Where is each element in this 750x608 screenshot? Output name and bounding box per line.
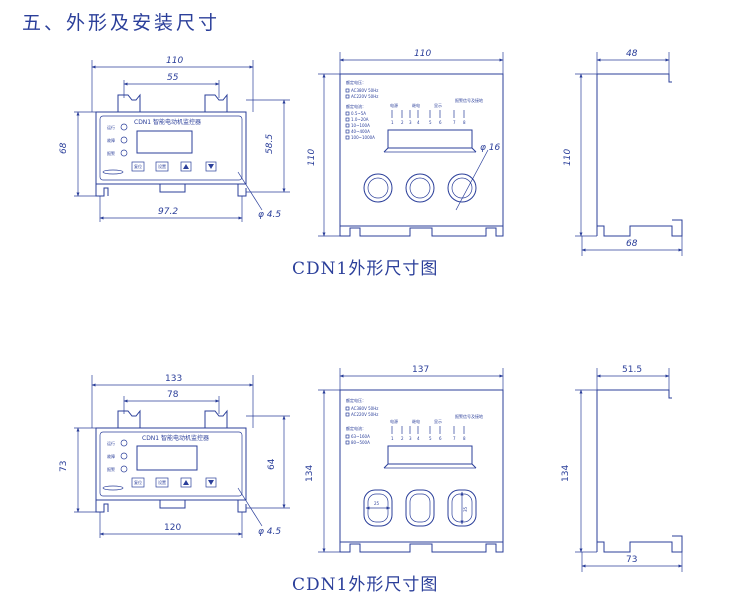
bottom-terminal-2: 2 <box>401 436 404 441</box>
bottom-profile-base: 73 <box>626 555 637 565</box>
top-voltage-2: AC220V 50Hz <box>351 94 378 99</box>
bottom-terminal-7: 7 <box>453 436 456 441</box>
top-terminal-group-2: 继电 <box>412 102 420 108</box>
top-front-hole: φ 4.5 <box>258 210 281 220</box>
bottom-front-bottom-width: 120 <box>164 523 181 533</box>
top-voltage-label: 额定电压： <box>346 79 366 85</box>
top-panel-width: 110 <box>414 49 431 59</box>
top-front-height: 68 <box>59 142 69 154</box>
top-front-mount-height: 58.5 <box>265 134 275 154</box>
top-current-3: 10~100A <box>351 123 370 128</box>
top-terminal-3: 3 <box>409 120 412 125</box>
bottom-slot-height: 35 <box>463 506 468 512</box>
bottom-voltage-1: AC380V 50Hz <box>351 406 378 411</box>
bottom-slot-width: 25 <box>374 501 380 506</box>
bottom-panel-height: 134 <box>305 465 315 482</box>
bottom-terminal-3: 3 <box>409 436 412 441</box>
top-terminal-2: 2 <box>401 120 404 125</box>
top-current-4: 40~400A <box>351 129 370 134</box>
top-front-inner-width: 55 <box>167 73 179 83</box>
top-panel-title: CDN1 智能电动机监控器 <box>134 118 201 126</box>
top-terminal-group-1: 电源 <box>390 102 398 108</box>
top-terminal-1: 1 <box>391 120 394 125</box>
bottom-terminal-1: 1 <box>391 436 394 441</box>
bottom-terminal-group-1: 电源 <box>390 418 398 424</box>
bottom-terminal-group-4: 报警信号及接地 <box>455 413 483 419</box>
top-side-panel: 110 额定电压： AC380V 50Hz AC220V 50Hz 额定电流： … <box>307 49 504 237</box>
top-terminal-group-3: 显示 <box>434 103 442 108</box>
top-set-button-label: 设置 <box>158 163 166 169</box>
top-front-width: 110 <box>166 56 183 66</box>
top-terminal-5: 5 <box>429 120 432 125</box>
bottom-voltage-label: 额定电压： <box>346 397 366 403</box>
bottom-side-panel: 137 额定电压： AC380V 50Hz AC220V 50Hz 额定电流： … <box>305 365 504 553</box>
top-terminal-6: 6 <box>439 120 442 125</box>
bottom-led-label-1: 运行 <box>107 440 115 446</box>
top-reset-button-label: 复位 <box>134 163 142 169</box>
bottom-front-height: 73 <box>59 461 69 472</box>
top-profile-width: 48 <box>626 49 638 59</box>
bottom-front-hole: φ 4.5 <box>258 527 281 537</box>
section-heading: 五、外形及安装尺寸 <box>22 12 221 34</box>
top-panel-hole: φ 16 <box>480 143 501 153</box>
bottom-led-label-3: 报警 <box>107 466 115 472</box>
bottom-terminal-5: 5 <box>429 436 432 441</box>
top-current-1: 0.5~5A <box>351 111 366 116</box>
bottom-terminal-6: 6 <box>439 436 442 441</box>
top-led-label-2: 故障 <box>107 137 115 143</box>
top-terminal-8: 8 <box>463 120 466 125</box>
top-terminal-7: 7 <box>453 120 456 125</box>
bottom-current-label: 额定电流： <box>346 425 366 431</box>
top-terminal-4: 4 <box>417 120 420 125</box>
bottom-current-2: 80~500A <box>351 440 370 445</box>
caption-top: CDN1外形尺寸图 <box>292 259 439 279</box>
top-voltage-1: AC380V 50Hz <box>351 88 378 93</box>
top-front-bottom-width: 97.2 <box>158 207 178 217</box>
top-profile-base: 68 <box>626 239 638 249</box>
bottom-current-1: 63~160A <box>351 434 370 439</box>
top-front-view: 110 55 CDN1 智能电动机监控器 运行 故障 报警 复位 设置 <box>59 56 290 222</box>
bottom-front-view: 133 78 CDN1 智能电动机监控器 运行 故障 报警 复位 设置 73 <box>59 374 290 538</box>
bottom-profile-width: 51.5 <box>622 365 642 375</box>
bottom-terminal-4: 4 <box>417 436 420 441</box>
bottom-set-button-label: 设置 <box>158 479 166 485</box>
bottom-terminal-group-3: 显示 <box>434 419 442 424</box>
bottom-profile-view: 51.5 134 73 <box>561 365 683 572</box>
top-current-label: 额定电流： <box>346 103 366 109</box>
top-led-label-1: 运行 <box>107 124 115 130</box>
bottom-profile-height: 134 <box>561 465 571 482</box>
bottom-front-mount-height: 64 <box>267 458 277 470</box>
top-led-label-3: 报警 <box>107 150 115 156</box>
bottom-terminal-8: 8 <box>463 436 466 441</box>
top-profile-height: 110 <box>563 149 573 166</box>
bottom-terminal-group-2: 继电 <box>412 418 420 424</box>
bottom-front-width: 133 <box>165 374 182 384</box>
top-current-5: 100~1000A <box>351 135 375 140</box>
bottom-led-label-2: 故障 <box>107 453 115 459</box>
bottom-panel-title: CDN1 智能电动机监控器 <box>142 434 209 442</box>
bottom-voltage-2: AC220V 50Hz <box>351 412 378 417</box>
top-panel-height: 110 <box>307 149 317 166</box>
bottom-front-inner-width: 78 <box>167 390 179 400</box>
caption-bottom: CDN1外形尺寸图 <box>292 575 439 595</box>
bottom-panel-width: 137 <box>412 365 429 375</box>
top-terminal-group-4: 报警信号及接地 <box>455 97 483 103</box>
top-profile-view: 48 110 68 <box>563 49 683 256</box>
top-current-2: 1.0~20A <box>351 117 369 122</box>
bottom-reset-button-label: 复位 <box>134 479 142 485</box>
